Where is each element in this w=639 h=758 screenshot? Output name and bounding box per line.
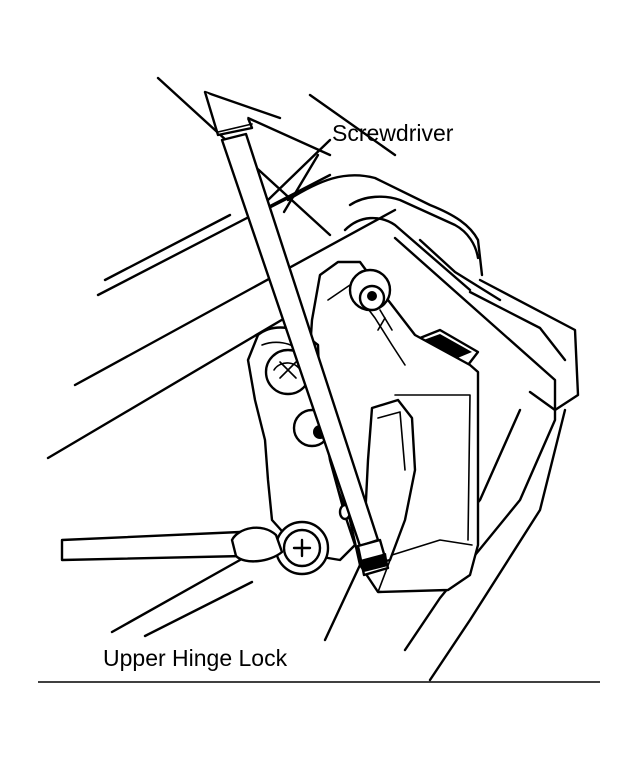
bolt-lower: [274, 520, 330, 576]
label-upper-hinge-lock: Upper Hinge Lock: [103, 645, 288, 671]
body-panel-lines: [46, 76, 397, 460]
lock-wedge: [338, 398, 417, 567]
bolt-upper: [348, 268, 393, 331]
door-frame: [286, 174, 580, 682]
leader-lines: [110, 138, 362, 642]
label-screwdriver: Screwdriver: [332, 120, 454, 146]
screwdriver: [203, 91, 390, 577]
lock-rod: [60, 526, 284, 563]
